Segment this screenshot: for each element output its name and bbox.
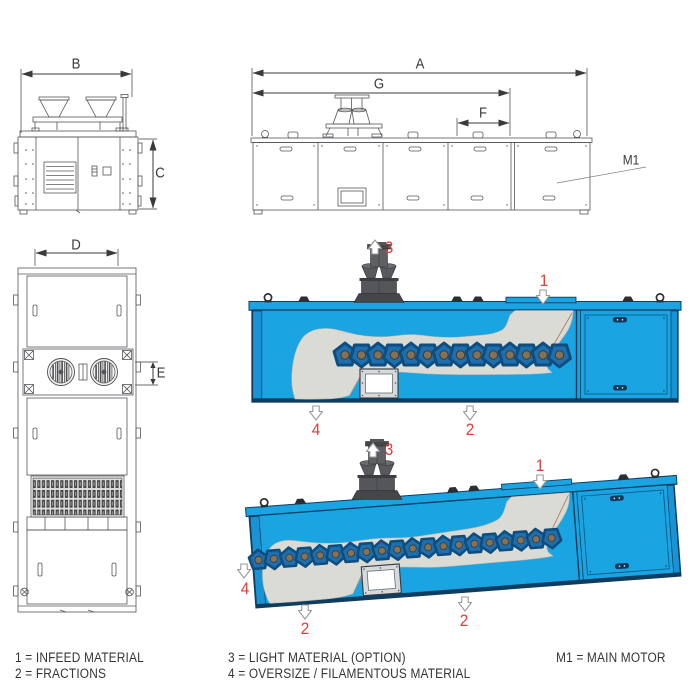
legend-fractions: 2 = FRACTIONS [15, 666, 107, 681]
dimension-A-G-F [251, 68, 588, 136]
disc-chain [332, 341, 572, 369]
legend-motor: M1 = MAIN MOTOR [556, 650, 666, 665]
dimension-B [20, 69, 133, 133]
dim-label-b: B [71, 55, 81, 73]
plan-view-drawing [13, 249, 158, 613]
dimension-C [139, 138, 157, 210]
callout-2-inclined-right: 2 [459, 611, 469, 630]
dim-label-f: F [478, 104, 488, 122]
callout-1-inclined: 1 [535, 456, 545, 475]
m1-leader-line [556, 166, 647, 184]
callout-4-horizontal: 4 [311, 420, 321, 439]
dim-label-g: G [373, 75, 385, 93]
dim-label-e: E [156, 364, 166, 382]
dimension-D [34, 249, 119, 266]
process-view-horizontal [248, 239, 682, 421]
dim-label-d: D [71, 236, 81, 254]
infeed-hopper [353, 241, 405, 303]
legend-oversize: 4 = OVERSIZE / FILAMENTOUS MATERIAL [228, 666, 471, 681]
callout-2-inclined-left: 2 [300, 619, 310, 638]
front-body [13, 130, 143, 215]
side-inspection-door [337, 187, 367, 207]
legend-infeed: 1 = INFEED MATERIAL [15, 650, 144, 665]
inspection-door-inclined [360, 563, 402, 597]
callout-3-horizontal: 3 [384, 238, 394, 257]
dim-label-a: A [415, 55, 425, 73]
front-hopper-assembly [31, 94, 129, 132]
dimension-E [135, 361, 158, 386]
plan-fan-section [22, 348, 134, 396]
front-view-drawing [13, 69, 157, 215]
dim-label-c: C [155, 164, 165, 182]
process-view-inclined [236, 438, 685, 620]
side-view-drawing [250, 68, 647, 215]
callout-2-horizontal: 2 [465, 420, 475, 439]
legend-light: 3 = LIGHT MATERIAL (OPTION) [228, 650, 406, 665]
callout-1-horizontal: 1 [539, 271, 549, 290]
inspection-door [359, 368, 399, 399]
callout-4-inclined: 4 [240, 579, 250, 598]
motor-label-m1: M1 [622, 152, 640, 168]
plan-mesh-deck [30, 475, 125, 518]
side-hopper-assembly [322, 94, 383, 138]
side-body [250, 130, 593, 215]
callout-3-inclined: 3 [384, 440, 394, 459]
